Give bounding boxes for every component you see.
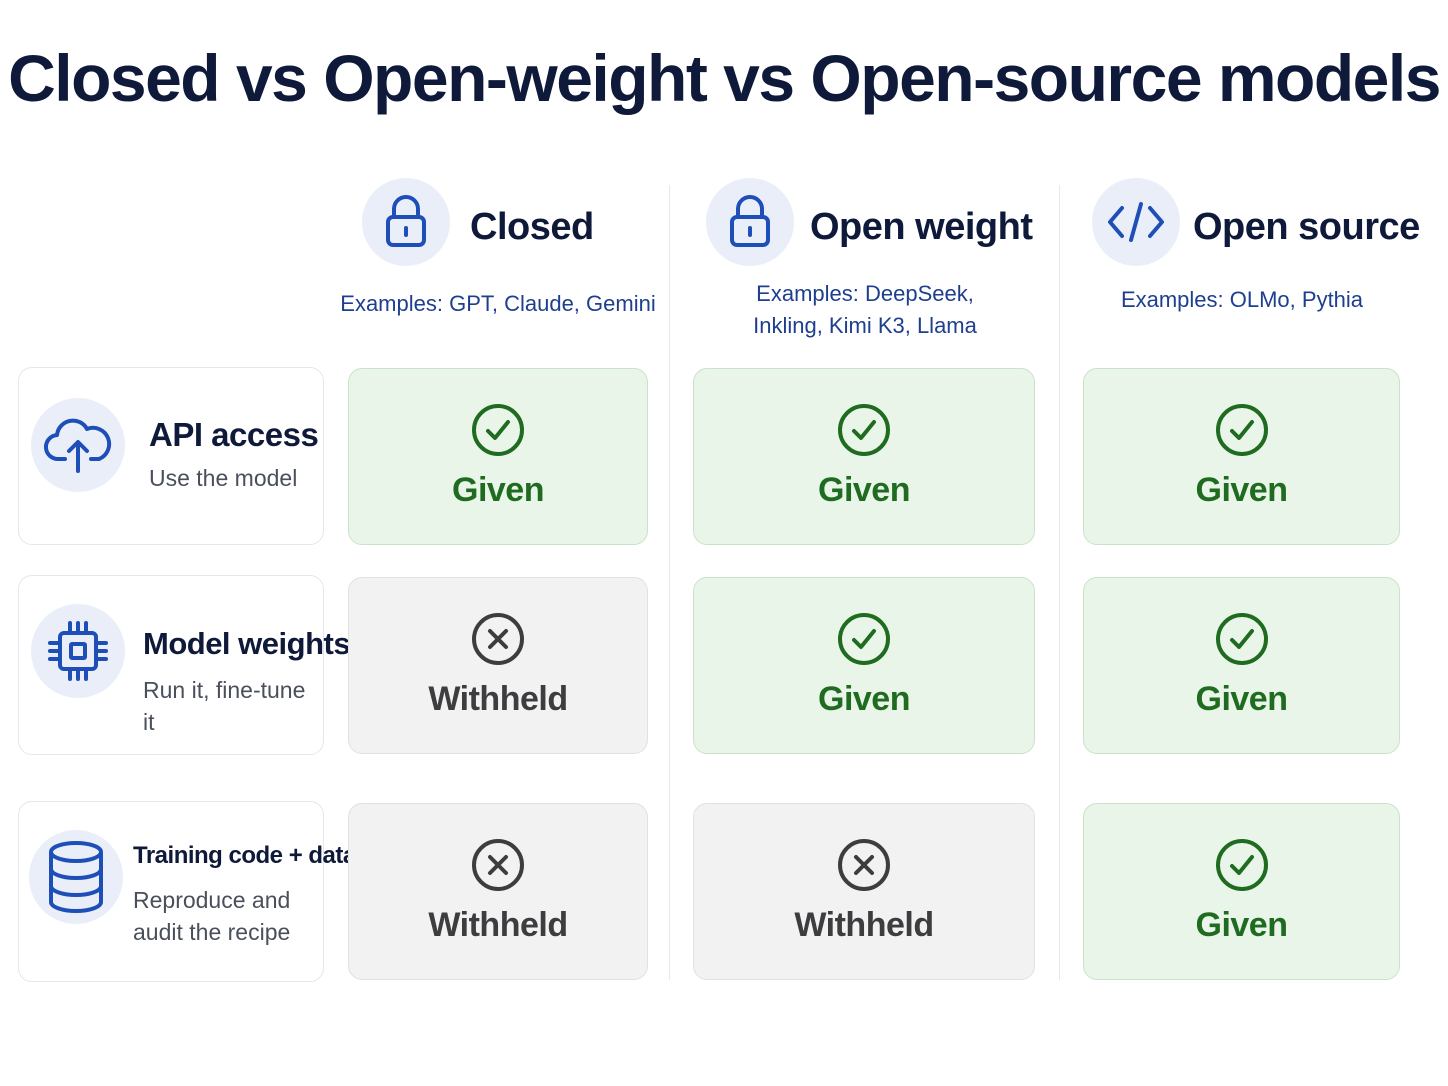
cell-model-weights-closed: Withheld — [348, 577, 648, 754]
row-subtitle: Use the model — [149, 465, 298, 491]
column-title: Open source — [1193, 206, 1420, 248]
check-circle-icon — [1215, 613, 1268, 665]
status-label: Withheld — [428, 906, 568, 944]
row-label-training-code-data: Training code + data Reproduce and audit… — [18, 801, 356, 982]
column-divider — [669, 185, 670, 980]
x-circle-icon — [472, 839, 524, 891]
status-label: Given — [1195, 906, 1288, 944]
status-label: Given — [818, 471, 910, 509]
row-title: API access — [149, 416, 319, 453]
lock-icon — [706, 178, 794, 266]
column-title: Open weight — [810, 206, 1033, 248]
check-circle-icon — [1215, 404, 1268, 456]
check-circle-icon — [838, 404, 890, 456]
cell-api-access-open-weight: Given — [693, 368, 1035, 545]
column-examples: Examples: DeepSeek, Inkling, Kimi K3, Ll… — [753, 281, 977, 338]
status-label: Given — [452, 471, 544, 509]
cell-training-closed: Withheld — [348, 803, 648, 980]
cell-api-access-closed: Given — [348, 368, 648, 545]
code-icon — [1092, 178, 1180, 266]
cell-api-access-open-source: Given — [1083, 368, 1400, 545]
cell-model-weights-open-source: Given — [1083, 577, 1400, 754]
cell-training-open-source: Given — [1083, 803, 1400, 980]
page-title: Closed vs Open-weight vs Open-source mod… — [8, 41, 1441, 115]
column-divider — [1059, 185, 1060, 980]
status-label: Given — [818, 680, 910, 718]
row-title: Training code + data — [133, 842, 356, 869]
status-label: Withheld — [428, 680, 568, 718]
check-circle-icon — [472, 404, 524, 456]
database-icon — [29, 830, 123, 924]
row-label-api-access: API access Use the model — [18, 367, 324, 545]
row-subtitle: Reproduce and audit the recipe — [133, 887, 291, 945]
check-circle-icon — [838, 613, 890, 665]
column-examples: Examples: GPT, Claude, Gemini — [340, 291, 656, 316]
status-label: Withheld — [794, 906, 934, 944]
chip-icon — [31, 604, 125, 698]
column-examples: Examples: OLMo, Pythia — [1120, 287, 1364, 312]
lock-icon — [362, 178, 450, 266]
row-title: Model weights — [143, 626, 351, 661]
row-subtitle: Run it, fine-tune it — [143, 677, 306, 735]
status-label: Given — [1195, 471, 1288, 509]
cell-training-open-weight: Withheld — [693, 803, 1035, 980]
check-circle-icon — [1215, 839, 1268, 891]
cell-model-weights-open-weight: Given — [693, 577, 1035, 754]
cloud-upload-icon — [31, 398, 125, 492]
x-circle-icon — [838, 839, 890, 891]
x-circle-icon — [472, 613, 524, 665]
status-label: Given — [1195, 680, 1288, 718]
column-title: Closed — [470, 206, 594, 248]
row-label-model-weights: Model weights Run it, fine-tune it — [18, 575, 351, 755]
